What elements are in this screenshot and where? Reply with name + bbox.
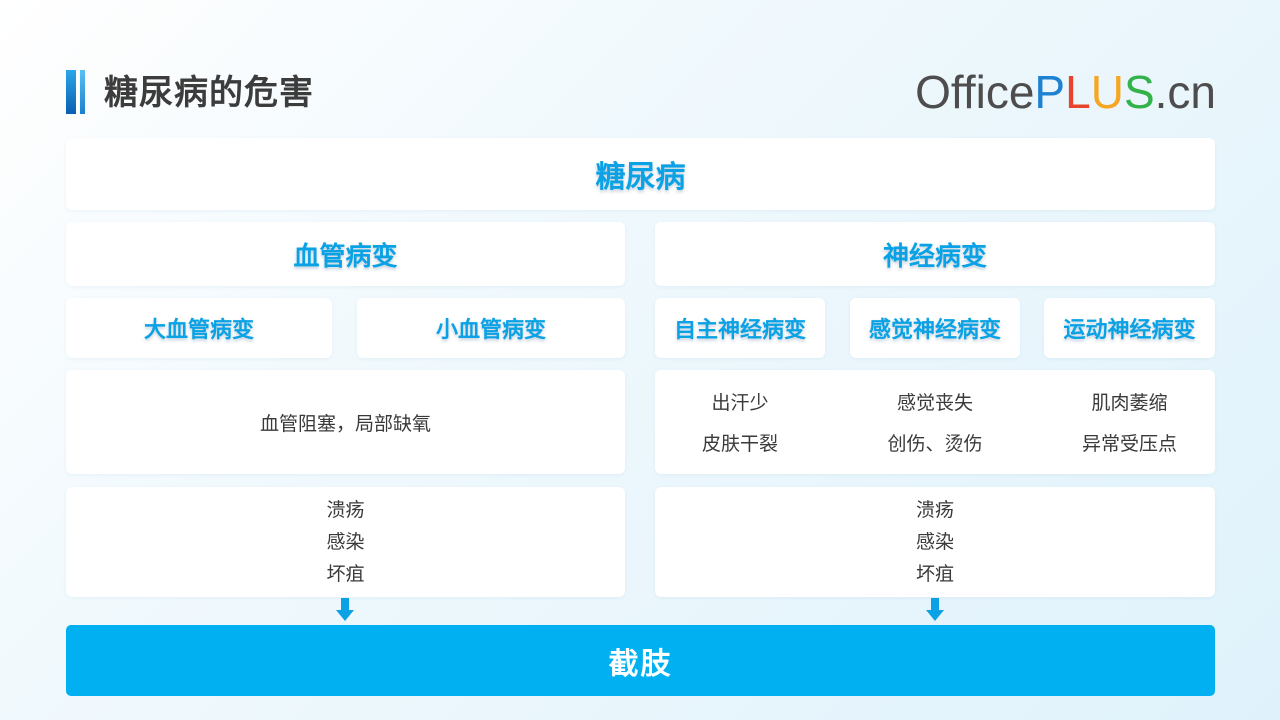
microvascular-label: 小血管病变 — [435, 318, 546, 343]
arrow-head — [336, 610, 354, 621]
logo-letter-s: S — [1123, 66, 1155, 118]
outcome-infection: 感染 — [326, 531, 365, 553]
title-accent-bar — [66, 70, 88, 114]
amputation-label: 截肢 — [608, 646, 673, 682]
vascular-outcome-box: 溃疡 感染 坏疽 — [66, 487, 625, 597]
sensory-neuropathy-box: 感觉神经病变 — [850, 298, 1020, 358]
symptom-less-sweat: 出汗少 — [711, 392, 769, 414]
symptom-trauma-burns: 创伤、烫伤 — [887, 433, 983, 455]
officeplus-logo: OfficePLUS.cn — [915, 64, 1216, 120]
diabetes-label: 糖尿病 — [595, 160, 686, 195]
motor-neuropathy-box: 运动神经病变 — [1044, 298, 1215, 358]
arrow-head — [926, 610, 944, 621]
neural-outcome-box: 溃疡 感染 坏疽 — [655, 487, 1215, 597]
diabetes-box: 糖尿病 — [66, 138, 1215, 210]
title-accent-bar-thick — [66, 70, 76, 114]
vascular-disease-box: 血管病变 — [66, 222, 625, 286]
logo-letter-p: P — [1034, 66, 1066, 118]
neuropathy-box: 神经病变 — [655, 222, 1215, 286]
logo-cn-text: .cn — [1154, 66, 1216, 118]
title-accent-bar-thin — [80, 70, 85, 114]
amputation-banner: 截肢 — [66, 625, 1215, 696]
neural-symptom-box: 出汗少 皮肤干裂 感觉丧失 创伤、烫伤 肌肉萎缩 异常受压点 — [655, 370, 1215, 474]
autonomic-neuropathy-box: 自主神经病变 — [655, 298, 825, 358]
page-title: 糖尿病的危害 — [104, 73, 314, 113]
outcome-ulcer: 溃疡 — [326, 499, 365, 521]
outcome-infection: 感染 — [915, 531, 954, 553]
arrow-down-icon — [926, 598, 944, 624]
outcome-gangrene: 坏疽 — [915, 563, 954, 585]
arrow-stem — [931, 598, 939, 611]
macrovascular-box: 大血管病变 — [66, 298, 332, 358]
vascular-symptom-text: 血管阻塞，局部缺氧 — [259, 412, 431, 435]
arrow-down-icon — [336, 598, 354, 624]
macrovascular-label: 大血管病变 — [143, 318, 254, 343]
motor-symptoms: 肌肉萎缩 异常受压点 — [1044, 370, 1215, 474]
motor-neuropathy-label: 运动神经病变 — [1063, 318, 1196, 343]
sensory-symptoms: 感觉丧失 创伤、烫伤 — [850, 370, 1020, 474]
sensory-neuropathy-label: 感觉神经病变 — [868, 318, 1001, 343]
symptom-dry-skin: 皮肤干裂 — [701, 433, 778, 455]
logo-letter-l: L — [1065, 66, 1091, 118]
neuropathy-label: 神经病变 — [882, 241, 987, 272]
autonomic-neuropathy-label: 自主神经病变 — [673, 318, 806, 343]
outcome-ulcer: 溃疡 — [915, 499, 954, 521]
symptom-pressure-points: 异常受压点 — [1081, 433, 1177, 455]
autonomic-symptoms: 出汗少 皮肤干裂 — [655, 370, 825, 474]
symptom-muscle-atrophy: 肌肉萎缩 — [1091, 392, 1168, 414]
vascular-symptom-box: 血管阻塞，局部缺氧 — [66, 370, 625, 474]
arrow-stem — [341, 598, 349, 611]
microvascular-box: 小血管病变 — [357, 298, 625, 358]
logo-letter-u: U — [1090, 66, 1124, 118]
symptom-sensation-loss: 感觉丧失 — [896, 392, 973, 414]
vascular-disease-label: 血管病变 — [293, 241, 398, 272]
outcome-gangrene: 坏疽 — [326, 563, 365, 585]
logo-office-text: Office — [915, 66, 1035, 118]
